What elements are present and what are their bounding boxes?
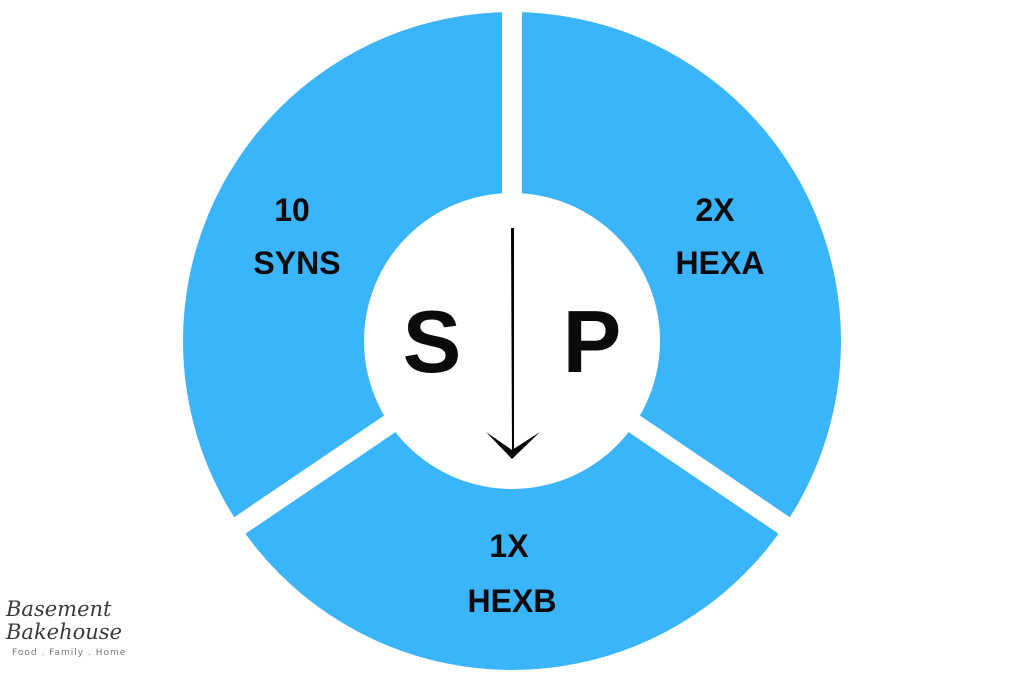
- arrow-down-icon: [486, 432, 540, 459]
- segment-top-right-label-line1: 2X: [695, 192, 735, 228]
- center-letter-left: S: [403, 292, 462, 391]
- segment-top-right-label-line2: HEXA: [676, 245, 765, 281]
- center-letter-right: P: [563, 292, 622, 391]
- arrow-shaft: [511, 228, 514, 450]
- logo-line-2: Bakehouse: [6, 620, 123, 644]
- segment-top-left-label-line2: SYNS: [253, 245, 340, 281]
- segment-bottom-label-line1: 1X: [489, 528, 529, 564]
- logo-line-1: Basement: [6, 597, 112, 621]
- segment-bottom-label-line2: HEXB: [468, 583, 557, 619]
- logo-tagline: Food . Family . Home: [12, 648, 127, 658]
- brand-logo: Basement Bakehouse Food . Family . Home: [6, 597, 127, 670]
- segment-top-left-label-line1: 10: [274, 192, 310, 228]
